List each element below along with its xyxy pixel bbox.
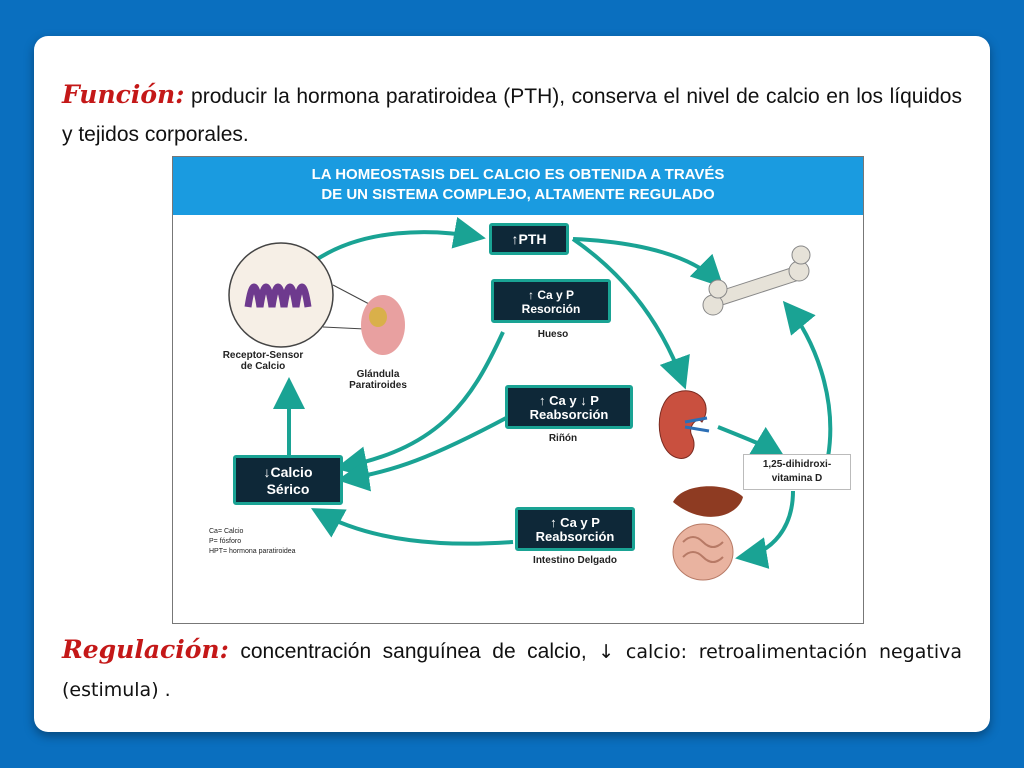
intestino-box-line1: ↑ Ca y P <box>550 515 600 530</box>
diagram-banner: La homeostasis del calcio es obtenida a … <box>173 157 863 215</box>
legend-item: Ca= Calcio <box>209 528 244 535</box>
calcio-line1: ↓Calcio <box>263 464 313 480</box>
hueso-label: Hueso <box>537 329 569 340</box>
legend-item: HPT= hormona paratiroidea <box>209 548 296 555</box>
hueso-box: ↑ Ca y P Resorción <box>491 279 611 323</box>
hueso-box-line1: ↑ Ca y P <box>527 288 575 302</box>
banner-line-1: La homeostasis del calcio es obtenida a … <box>311 166 725 183</box>
calcio-serico-box: ↓Calcio Sérico <box>233 455 343 505</box>
pth-box: ↑PTH <box>489 223 569 255</box>
parathyroid-gland-icon <box>361 295 405 355</box>
glandula-line2: Paratiroides <box>349 380 407 391</box>
glandula-line1: Glándula <box>356 369 400 380</box>
receptor-sensor-icon <box>228 242 372 348</box>
vitamina-line2: vitamina D <box>771 473 823 484</box>
funcion-text: producir la hormona paratiroidea (PTH), … <box>62 85 962 146</box>
rinon-box: ↑ Ca y ↓ P Reabsorción <box>505 385 633 429</box>
intestino-box: ↑ Ca y P Reabsorción <box>515 507 635 551</box>
intestino-label: Intestino Delgado <box>533 555 617 566</box>
funcion-label: Función: <box>62 80 185 109</box>
hueso-box-line2: Resorción <box>521 302 581 316</box>
regulacion-text-2: ↓ calcio: retroalimentación negativa (es… <box>62 641 962 701</box>
arrow-receptor-to-pth <box>311 217 486 264</box>
legend-item: P= fósforo <box>209 538 242 545</box>
arrow-intestino-to-calcio <box>310 508 514 546</box>
pth-label: ↑PTH <box>511 231 547 247</box>
arrow-kidney-to-vitamina <box>717 425 785 458</box>
arrow-hueso-to-calcio <box>335 331 505 478</box>
calcio-line2: Sérico <box>266 481 310 497</box>
rinon-label: Riñón <box>548 433 578 444</box>
arrow-vitamina-to-intestine <box>735 490 795 569</box>
receptor-label: Receptor-Sensor de Calcio <box>208 350 318 372</box>
calcium-homeostasis-diagram: La homeostasis del calcio es obtenida a … <box>172 156 864 624</box>
regulacion-text-1: concentración sanguínea de calcio, <box>228 640 599 663</box>
kidney-icon <box>658 390 710 459</box>
glandula-label: Glándula Paratiroides <box>333 369 423 391</box>
regulacion-label: Regulación: <box>62 635 229 664</box>
arrow-rinon-to-calcio <box>337 415 509 492</box>
diagram-graphics <box>228 217 833 581</box>
rinon-box-line1: ↑ Ca y ↓ P <box>539 393 599 408</box>
slide-card: Función: producir la hormona paratiroide… <box>34 36 990 732</box>
funcion-paragraph: Función: producir la hormona paratiroide… <box>62 76 962 154</box>
arrow-pth-to-kidney <box>571 237 690 390</box>
vitamina-d-box: 1,25-dihidroxi- vitamina D <box>743 454 851 490</box>
arrow-pth-to-bone <box>572 237 724 288</box>
digestive-organs-icon <box>672 486 743 581</box>
banner-line-2: de un sistema complejo, altamente regula… <box>321 186 715 203</box>
regulacion-paragraph: Regulación: concentración sanguínea de c… <box>62 631 962 709</box>
bone-icon <box>702 245 811 316</box>
receptor-line1: Receptor-Sensor <box>222 350 304 361</box>
receptor-line2: de Calcio <box>240 361 286 372</box>
rinon-box-line2: Reabsorción <box>529 407 609 422</box>
intestino-box-line2: Reabsorción <box>535 529 615 544</box>
arrow-vitamina-to-bone <box>782 300 833 458</box>
diagram-legend: Ca= Calcio P= fósforo HPT= hormona parat… <box>209 527 296 557</box>
vitamina-line1: 1,25-dihidroxi- <box>762 459 832 470</box>
